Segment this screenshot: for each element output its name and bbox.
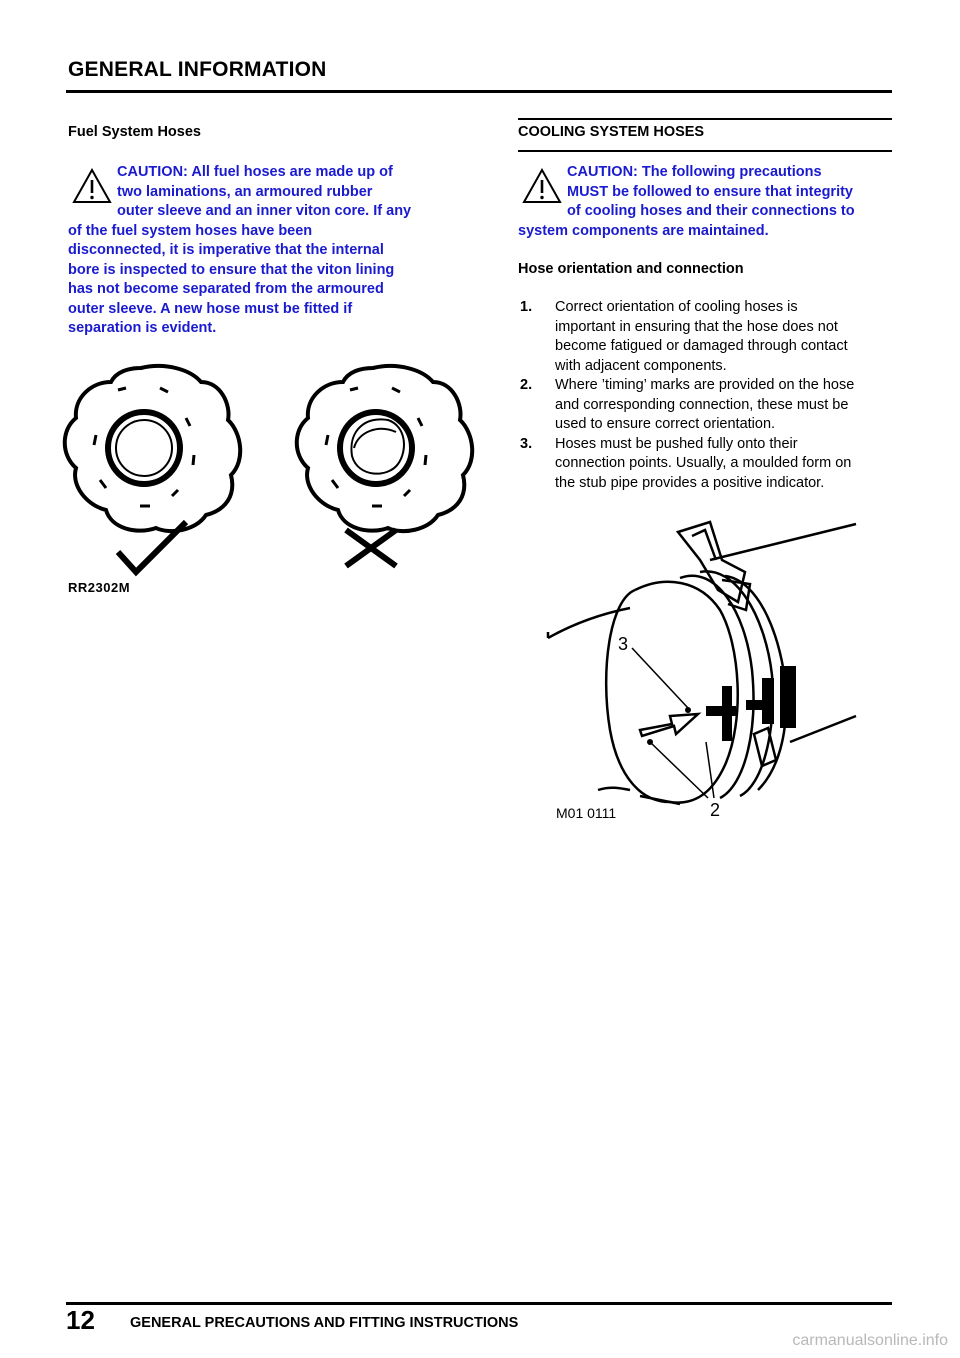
step-line: Correct orientation of cooling hoses is <box>555 299 798 315</box>
steps-list: 1. Correct orientation of cooling hoses … <box>518 298 898 493</box>
caution-line: MUST be followed to ensure that integrit… <box>567 183 853 200</box>
callout-2: 2 <box>710 800 720 820</box>
step-item: 1. Correct orientation of cooling hoses … <box>518 298 898 376</box>
step-line: with adjacent components. <box>555 357 727 374</box>
page-title: GENERAL INFORMATION <box>68 58 327 81</box>
watermark: carmanualsonline.info <box>792 1332 948 1349</box>
cooling-hose-illustration: 3 2 M01 0111 <box>546 520 857 821</box>
section-rule <box>518 118 892 120</box>
caution-warning-icon <box>72 168 112 203</box>
step-line: and corresponding connection, these must… <box>555 396 849 413</box>
header-rule <box>66 90 892 93</box>
caution-line: outer sleeve. A new hose must be fitted … <box>68 300 353 317</box>
step-line: connection points. Usually, a moulded fo… <box>555 455 852 471</box>
step-item: 3. Hoses must be pushed fully onto their… <box>518 435 898 494</box>
section-rule-lower <box>518 150 892 152</box>
caution-line: has not become separated from the armour… <box>68 281 384 297</box>
cooling-section-title: COOLING SYSTEM HOSES <box>518 124 705 140</box>
cross-icon <box>344 527 398 569</box>
caution-line: outer sleeve and an inner viton core. If… <box>117 203 412 219</box>
footer-rule <box>66 1302 892 1305</box>
caution-line: of cooling hoses and their connections t… <box>567 203 855 219</box>
caution-line: system components are maintained. <box>518 222 769 239</box>
footer-title: GENERAL PRECAUTIONS AND FITTING INSTRUCT… <box>130 1315 519 1331</box>
caution-line: disconnected, it is imperative that the … <box>68 242 384 258</box>
caution-line: two laminations, an armoured rubber <box>117 183 373 200</box>
correct-hose-section <box>62 363 243 534</box>
step-item: 2. Where ’timing’ marks are provided on … <box>518 376 898 435</box>
fuel-caution-text: CAUTION: All fuel hoses are made up of t… <box>68 163 468 339</box>
hose-orientation-subheading: Hose orientation and connection <box>518 261 744 277</box>
cooling-caution-text: CAUTION: The following precautions MUST … <box>518 163 898 241</box>
callout-3: 3 <box>618 634 628 654</box>
step-number: 3. <box>520 435 533 452</box>
page-number: 12 <box>66 1305 95 1335</box>
caution-line: bore is inspected to ensure that the vit… <box>68 261 395 278</box>
step-line: the stub pipe provides a positive indica… <box>555 474 825 491</box>
caution-line: CAUTION: All fuel hoses are made up of <box>117 164 393 180</box>
separated-hose-section <box>294 363 475 534</box>
step-number: 2. <box>520 377 533 393</box>
step-line: used to ensure correct orientation. <box>555 416 776 432</box>
tick-icon <box>115 519 189 577</box>
caution-line: separation is evident. <box>68 320 217 336</box>
step-line: Where ’timing’ marks are provided on the… <box>555 377 855 393</box>
fuel-figure-code: RR2302M <box>68 580 131 595</box>
caution-line: CAUTION: The following precautions <box>567 164 822 180</box>
caution-warning-icon <box>522 168 562 203</box>
fuel-hoses-heading: Fuel System Hoses <box>68 124 201 140</box>
step-line: become fatigued or damaged through conta… <box>555 338 848 354</box>
cooling-figure-code: M01 0111 <box>556 805 616 821</box>
step-line: Hoses must be pushed fully onto their <box>555 435 798 452</box>
step-line: important in ensuring that the hose does… <box>555 318 838 335</box>
step-number: 1. <box>520 299 533 315</box>
caution-line: of the fuel system hoses have been <box>68 222 313 239</box>
fuel-hose-illustration <box>62 363 475 577</box>
